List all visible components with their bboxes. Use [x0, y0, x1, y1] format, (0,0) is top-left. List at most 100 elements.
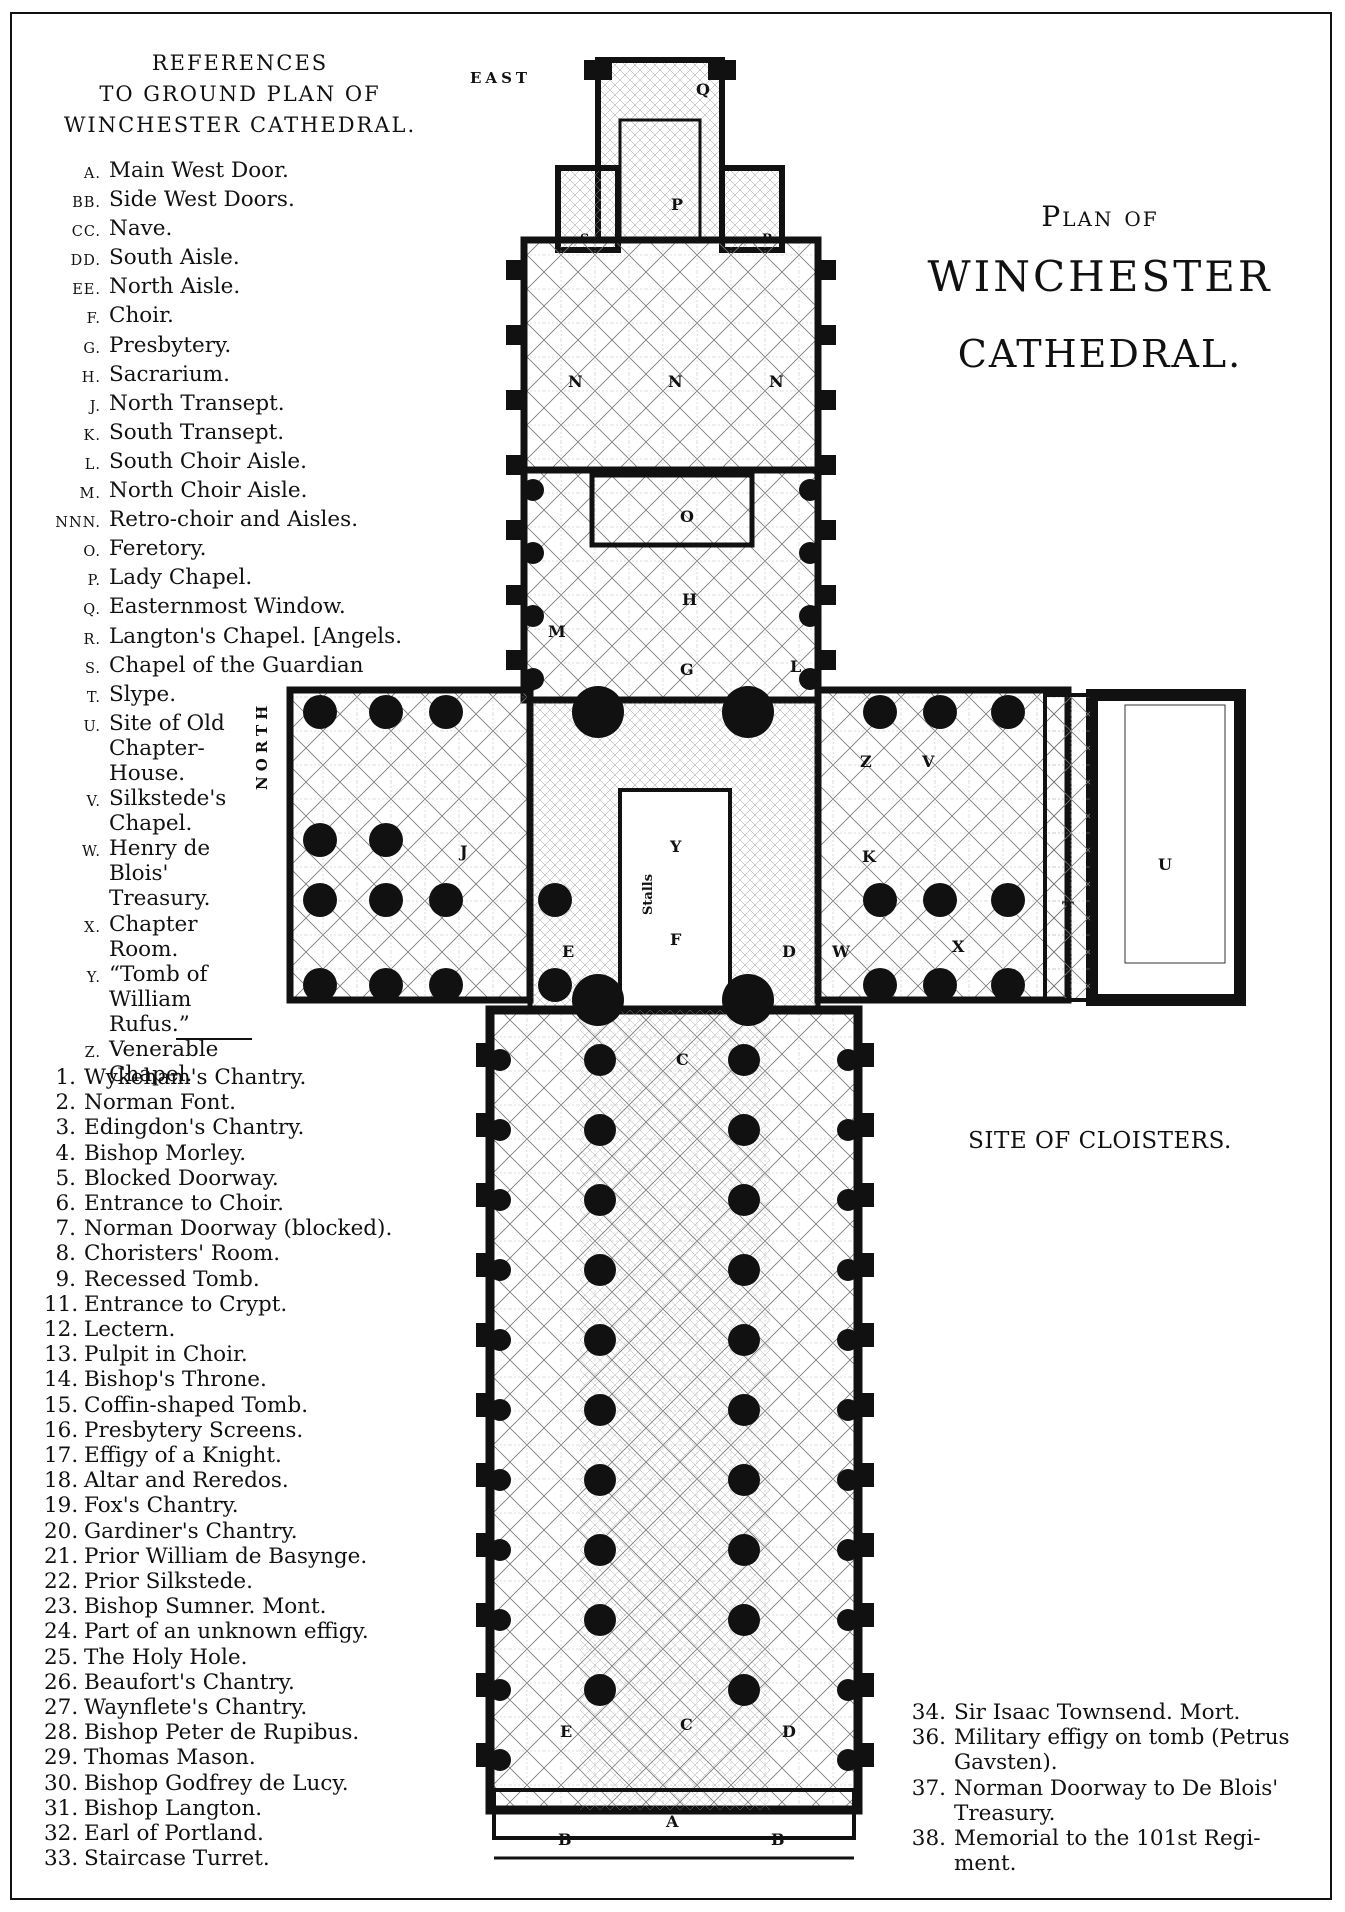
reference-key: 22. [44, 1569, 79, 1595]
reference-text: Venerable Chapel. [109, 1037, 219, 1088]
reference-text: Part of an unknown effigy. [84, 1619, 369, 1645]
reference-key: 26. [44, 1669, 79, 1695]
buttress [856, 1113, 874, 1137]
plan-label-n-center: N [668, 372, 683, 391]
reference-item: 7.Norman Doorway (blocked). [44, 1216, 464, 1241]
reference-key: Y. [86, 969, 101, 986]
reference-item: 19.Fox's Chantry. [44, 1493, 464, 1518]
map-title-line1: Plan of [1041, 200, 1159, 233]
plan-label-p: P [671, 195, 683, 214]
pier [584, 1254, 616, 1286]
pier [837, 1609, 859, 1631]
pier [728, 1324, 760, 1356]
reference-text: Entrance to Crypt. [84, 1291, 288, 1317]
pier [863, 695, 897, 729]
reference-item: K. South Transept. [48, 420, 468, 449]
buttress [818, 455, 836, 475]
reference-text: South Transept. [109, 419, 285, 445]
pier [923, 883, 957, 917]
reference-item: L.South Choir Aisle. [48, 449, 468, 478]
crossing-choir [527, 697, 821, 1013]
pier [728, 1184, 760, 1216]
reference-key: 30. [44, 1770, 79, 1796]
pier [369, 695, 403, 729]
buttress [506, 585, 524, 605]
reference-item: 18.Altar and Reredos. [44, 1468, 464, 1493]
buttress [818, 650, 836, 670]
reference-text: Henry de Blois' Treasury. [109, 836, 211, 912]
pier [584, 1464, 616, 1496]
reference-item: T.Slype. [48, 682, 468, 711]
pier [728, 1674, 760, 1706]
plan-label-n-north: N [568, 372, 583, 391]
reference-text: Staircase Turret. [84, 1846, 270, 1872]
reference-item: 13.Pulpit in Choir. [44, 1342, 464, 1367]
map-title-line2: WINCHESTER [927, 252, 1273, 301]
reference-item: 14.Bishop's Throne. [44, 1367, 464, 1392]
reference-item: 12.Lectern. [44, 1317, 464, 1342]
pier [799, 605, 821, 627]
reference-text: Easternmost Window. [109, 594, 346, 620]
references-heading-line: TO GROUND PLAN OF [99, 82, 381, 106]
buttress [856, 1603, 874, 1627]
reference-item: 30.Bishop Godfrey de Lucy. [44, 1771, 464, 1796]
reference-key: 36. [911, 1725, 946, 1751]
pier [837, 1469, 859, 1491]
reference-key: 21. [44, 1543, 79, 1569]
pier [837, 1049, 859, 1071]
pier [429, 695, 463, 729]
reference-item: 32.Earl of Portland. [44, 1821, 464, 1846]
buttress [476, 1463, 494, 1487]
reference-text: Beaufort's Chantry. [84, 1669, 295, 1695]
nave [485, 1005, 863, 1815]
number-references-list-right: 34.Sir Isaac Townsend. Mort.36.Military … [898, 1700, 1318, 1876]
pier [489, 1399, 511, 1421]
reference-text: Bishop Sumner. Mont. [84, 1594, 327, 1620]
pier [923, 695, 957, 729]
reference-key: A. [83, 166, 101, 182]
reference-text: Sacrarium. [109, 361, 230, 387]
reference-text: Thomas Mason. [84, 1745, 256, 1771]
plan-label-c-lower: C [680, 1715, 693, 1734]
plan-label-g: G [680, 660, 694, 679]
plan-label-s: S [580, 232, 589, 247]
reference-item: 11.Entrance to Crypt. [44, 1292, 464, 1317]
reference-key: 24. [44, 1619, 79, 1645]
reference-key: CC. [71, 224, 101, 241]
reference-key: Z. [84, 1045, 101, 1061]
pier [303, 883, 337, 917]
pier [584, 1324, 616, 1356]
pier [369, 883, 403, 917]
references-heading: REFERENCES TO GROUND PLAN OF WINCHESTER … [40, 48, 440, 141]
reference-key: 4. [55, 1140, 76, 1166]
plan-label-z: Z [860, 752, 872, 771]
reference-item: 31.Bishop Langton. [44, 1796, 464, 1821]
pier [429, 883, 463, 917]
reference-text: Coffin-shaped Tomb. [84, 1392, 309, 1418]
reference-key: F. [86, 311, 101, 328]
reference-text: Prior Silkstede. [84, 1569, 253, 1595]
reference-key: 14. [44, 1367, 79, 1393]
plan-label-w: W [831, 942, 851, 961]
reference-key: 15. [44, 1392, 79, 1418]
map-title: Plan of WINCHESTER CATHEDRAL. [900, 200, 1300, 376]
letter-references-list: A.Main West Door.BB.Side West Doors.CC.N… [48, 158, 468, 1087]
plan-label-c-upper: C [676, 1050, 689, 1069]
reference-item: Z. Venerable Chapel. [48, 1037, 468, 1087]
pier [572, 686, 624, 738]
reference-item: 6.Entrance to Choir. [44, 1191, 464, 1216]
reference-key: 16. [44, 1417, 79, 1443]
reference-item: X.Chapter Room. [48, 912, 468, 962]
pier [837, 1119, 859, 1141]
reference-item: R.Langton's Chapel. [Angels. [48, 624, 468, 653]
pier [837, 1539, 859, 1561]
compass-east-label: EAST [470, 69, 532, 87]
plan-label-r: R [762, 232, 773, 247]
reference-key: 23. [44, 1594, 79, 1620]
reference-key: 32. [44, 1821, 79, 1847]
buttress [476, 1043, 494, 1067]
reference-item: P.Lady Chapel. [48, 565, 468, 594]
reference-key: K. [83, 427, 101, 444]
pier [728, 1254, 760, 1286]
